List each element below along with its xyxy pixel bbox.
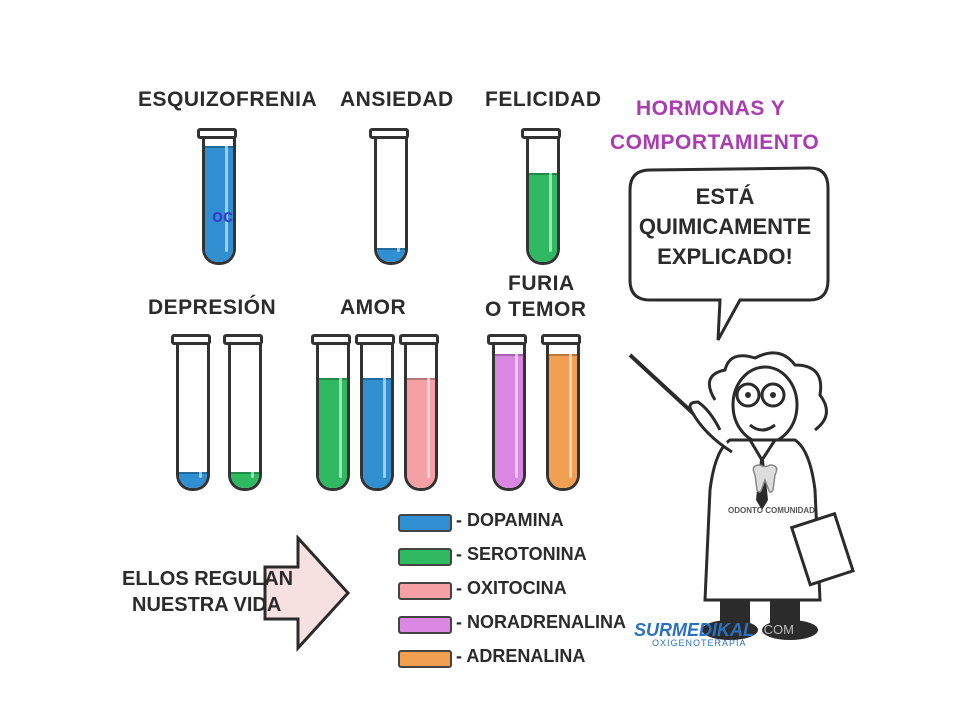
liquid-oxitocina (407, 378, 435, 488)
tube-shine (549, 142, 552, 252)
liquid-serotonina (319, 378, 347, 488)
liquid-serotonina (231, 472, 259, 488)
bubble-line-3: EXPLICADO! (657, 244, 793, 269)
label-furia-line-2: O TEMOR (485, 298, 587, 321)
title-line-2: COMPORTAMIENTO (610, 131, 820, 154)
legend-swatch-dopamina (398, 514, 452, 532)
label-amor: AMOR (340, 296, 407, 319)
tube-shine (225, 142, 228, 252)
odonto-watermark: ODONTO COMUNIDAD (728, 506, 815, 515)
tube-shine (251, 348, 254, 478)
tube-shine (515, 348, 518, 478)
tube-lip (197, 128, 237, 139)
tube-lip (541, 334, 581, 345)
tube-shine (199, 348, 202, 478)
speech-bubble (628, 166, 830, 341)
label-felicidad: FELICIDAD (485, 88, 602, 111)
tube-lip (223, 334, 263, 345)
tube-lip (521, 128, 561, 139)
scientist-illustration (628, 351, 855, 640)
arrow-text-line-1: ELLOS REGULAN (122, 568, 294, 590)
liquid-adrenalina (549, 354, 577, 488)
arrow-shape (263, 535, 351, 652)
label-ansiedad: ANSIEDAD (340, 88, 454, 111)
legend-label-oxitocina: - OXITOCINA (456, 578, 567, 598)
bubble-line-1: ESTÁ (695, 184, 755, 209)
bubble-line-2: QUIMICAMENTE (638, 214, 812, 239)
tube-lip (369, 128, 409, 139)
legend-swatch-noradrenalina (398, 616, 452, 634)
liquid-dopamina (377, 248, 405, 262)
stray-text: oc (212, 206, 234, 226)
legend-swatch-adrenalina (398, 650, 452, 668)
tube-ansiedad-dopamina (374, 134, 408, 265)
liquid-noradrenalina (495, 354, 523, 488)
title-line-1: HORMONAS Y (636, 97, 786, 120)
liquid-dopamina (205, 146, 233, 262)
tube-shine (383, 348, 386, 478)
tube-lip (311, 334, 351, 345)
legend-label-serotonina: - SEROTONINA (456, 544, 587, 564)
legend-swatch-oxitocina (398, 582, 452, 600)
surmedikal-logo: SURMEDIKAL (634, 620, 754, 640)
tube-amor-dopamina (360, 340, 394, 491)
tube-depresion-serotonina (228, 340, 262, 491)
tube-amor-serotonina (316, 340, 350, 491)
legend-label-dopamina: - DOPAMINA (456, 510, 564, 530)
surmedikal-tagline: OXIGENOTERAPIA (652, 638, 747, 648)
tube-furia-noradrenalina (492, 340, 526, 491)
liquid-dopamina (179, 472, 207, 488)
tube-shine (427, 348, 430, 478)
label-furia-line-1: FURIA (508, 272, 575, 295)
tube-esquizofrenia-dopamina (202, 134, 236, 265)
surmedikal-domain: .COM (760, 622, 794, 637)
legend-label-noradrenalina: - NORADRENALINA (456, 612, 626, 632)
tube-lip (399, 334, 439, 345)
legend-swatch-serotonina (398, 548, 452, 566)
tube-shine (339, 348, 342, 478)
liquid-serotonina (529, 173, 557, 262)
tube-lip (355, 334, 395, 345)
tube-felicidad-serotonina (526, 134, 560, 265)
tube-shine (569, 348, 572, 478)
label-esquizofrenia: ESQUIZOFRENIA (138, 88, 318, 111)
tube-shine (397, 142, 400, 252)
liquid-dopamina (363, 378, 391, 488)
legend-label-adrenalina: - ADRENALINA (456, 646, 586, 666)
tube-amor-oxitocina (404, 340, 438, 491)
tube-lip (171, 334, 211, 345)
tube-depresion-dopamina (176, 340, 210, 491)
arrow-text-line-2: NUESTRA VIDA (132, 594, 282, 616)
tube-furia-adrenalina (546, 340, 580, 491)
tube-lip (487, 334, 527, 345)
label-depresion: DEPRESIÓN (148, 296, 277, 319)
